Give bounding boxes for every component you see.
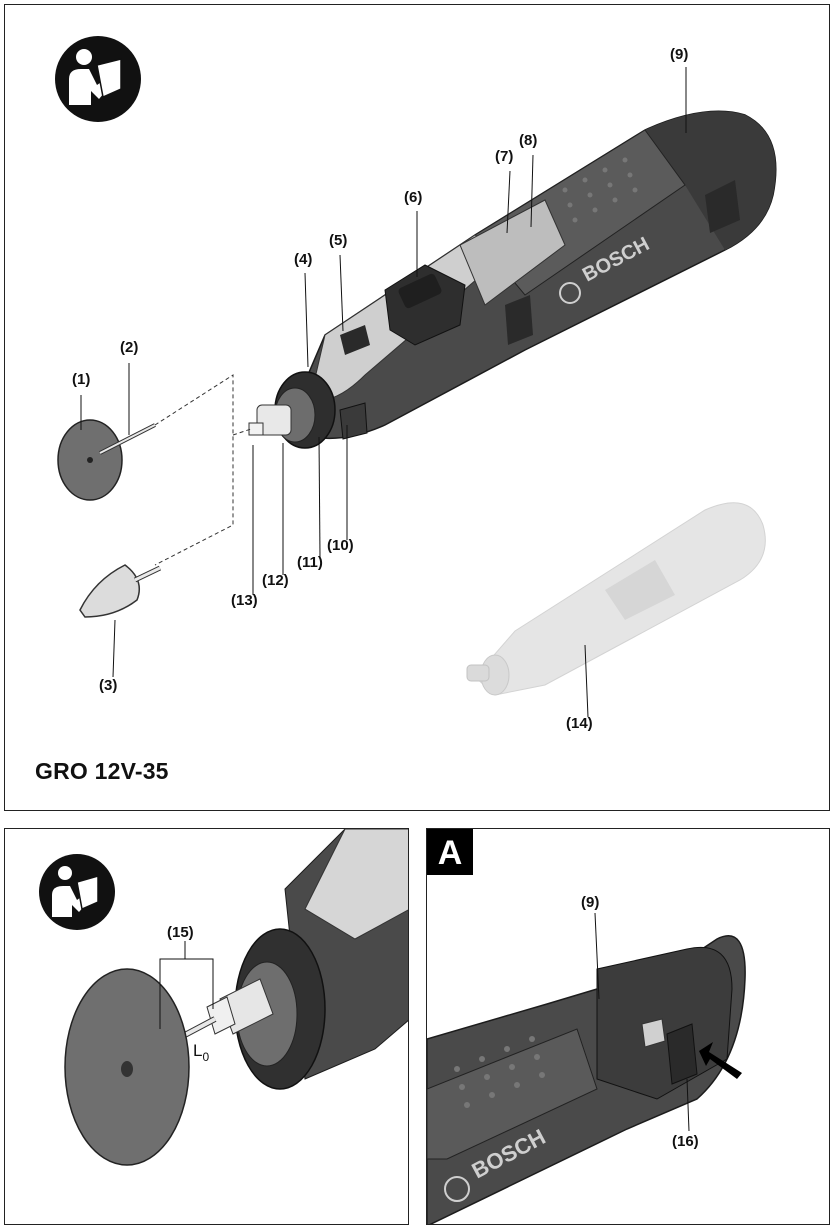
disc-mounting-figure: (15) L0: [4, 828, 409, 1225]
model-name: GRO 12V-35: [35, 758, 169, 784]
tool-nose: [206, 829, 408, 1090]
label-16: (16): [672, 1133, 699, 1150]
section-letter: A: [427, 829, 473, 875]
tool-with-battery-ghost: [466, 502, 766, 696]
label-7: (7): [495, 148, 514, 165]
label-10: (10): [327, 537, 354, 554]
label-9: (9): [581, 894, 600, 911]
leader-lines: [80, 67, 687, 718]
label-14: (14): [566, 715, 593, 732]
label-12: (12): [262, 572, 289, 589]
label-5: (5): [329, 232, 348, 249]
read-manual-icon: [55, 36, 141, 122]
grinding-stone-accessory: [79, 564, 162, 618]
read-manual-icon: [39, 854, 115, 930]
battery-removal-figure: A BOSCH (9) (16): [426, 828, 830, 1225]
label-4: (4): [294, 251, 313, 268]
label-8: (8): [519, 132, 538, 149]
cutting-disc-accessory: [57, 419, 156, 501]
dimension-l0: L0: [193, 1041, 210, 1064]
disc-mounting-illustration: [39, 829, 408, 1166]
dimension-bracket: [159, 941, 214, 1029]
label-15: (15): [167, 924, 194, 941]
press-arrow-icon: [699, 1042, 742, 1079]
rotary-tool: BOSCH: [248, 110, 777, 449]
label-2: (2): [120, 339, 139, 356]
label-9: (9): [670, 46, 689, 63]
label-1: (1): [72, 371, 91, 388]
label-11: (11): [297, 554, 323, 571]
label-3: (3): [99, 677, 118, 694]
tool-body: BOSCH: [427, 935, 746, 1224]
cutting-disc: [64, 968, 190, 1166]
rotary-tool-illustration: BOSCH: [55, 36, 777, 718]
assembly-guide-lines: [154, 374, 252, 566]
main-overview-figure: BOSCH: [4, 4, 830, 811]
label-6: (6): [404, 189, 423, 206]
label-13: (13): [231, 592, 258, 609]
battery-removal-illustration: BOSCH: [427, 912, 746, 1224]
leader-lines: [594, 912, 690, 1132]
